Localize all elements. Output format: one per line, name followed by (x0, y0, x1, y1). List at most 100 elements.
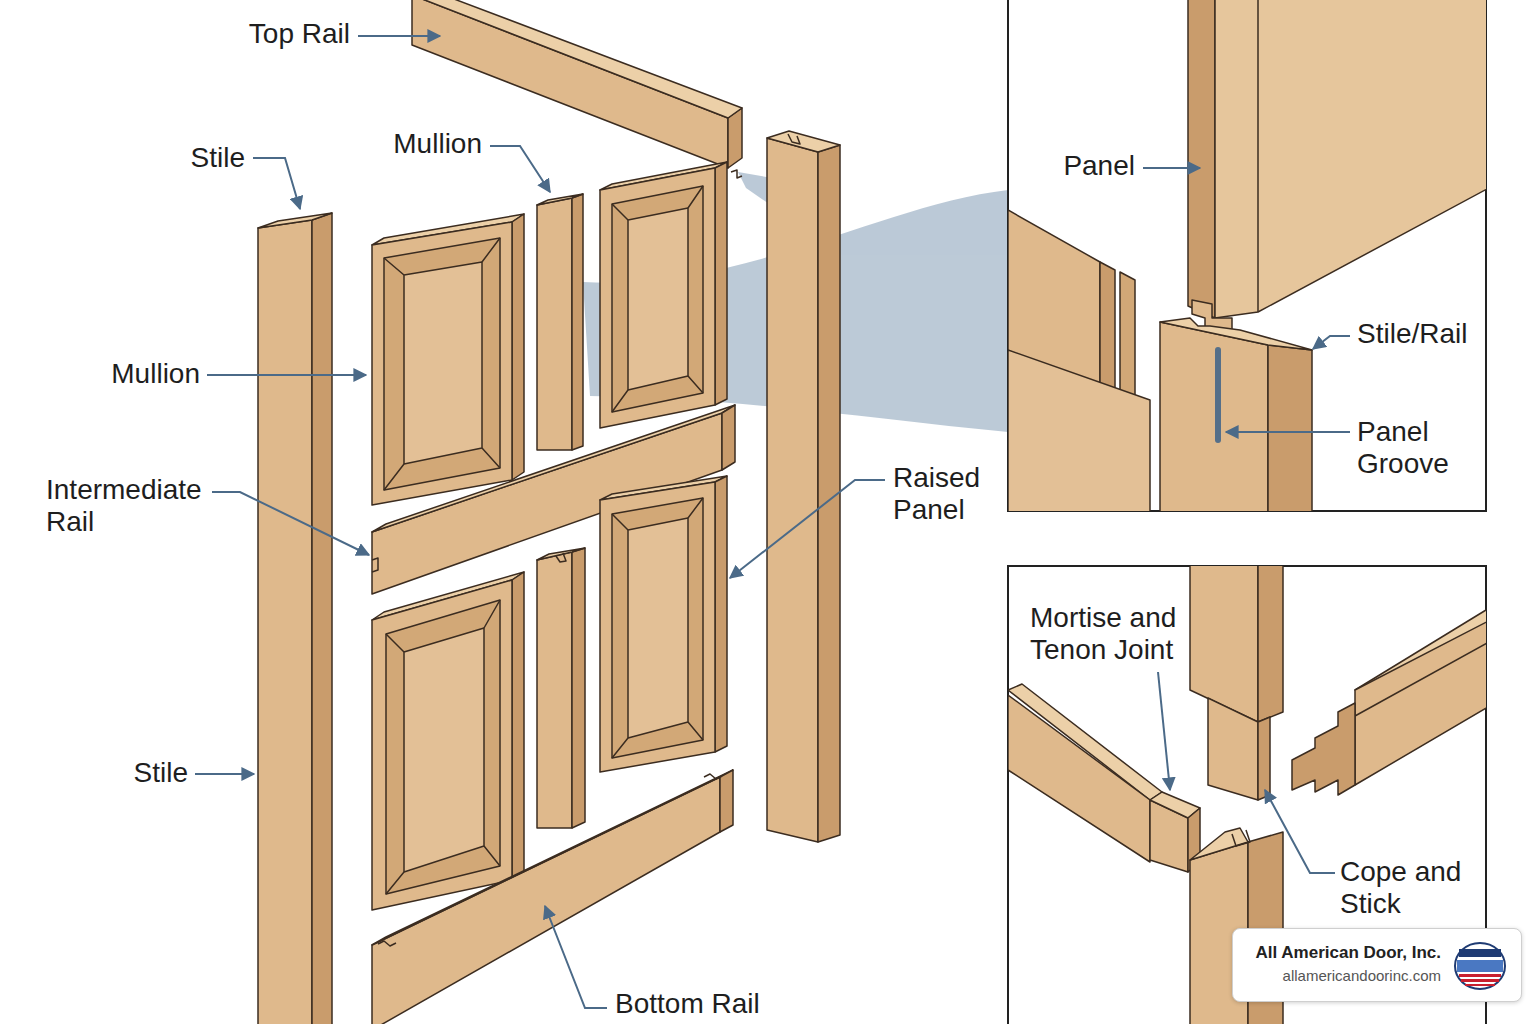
door-parts (384, 238, 500, 490)
door-parts (372, 580, 512, 910)
leader-line (730, 480, 885, 578)
leader-line (490, 146, 550, 192)
door-parts (384, 238, 500, 490)
door-parts (412, 0, 742, 118)
joint-detail (1258, 717, 1270, 800)
door-parts (258, 220, 312, 1024)
joint-detail (1232, 830, 1250, 846)
door-parts (767, 138, 818, 842)
leader-line (195, 773, 254, 775)
leader-line (545, 906, 607, 1008)
leader-line (1313, 336, 1350, 349)
door-parts (612, 498, 703, 758)
joint-detail (1190, 566, 1258, 722)
door-parts (312, 213, 332, 1024)
door-parts (378, 941, 396, 946)
door-parts (715, 162, 727, 405)
joint-detail (1292, 703, 1355, 795)
leader-line (195, 36, 1350, 1008)
door-parts (386, 600, 500, 894)
logo-part (1461, 979, 1499, 982)
logo-part (1459, 974, 1501, 977)
company-name: All American Door, Inc. (1255, 941, 1441, 965)
leader-line (212, 492, 369, 555)
part-label: Stile (191, 142, 245, 174)
groove-detail (1215, 350, 1221, 440)
company-url: allamericandoorinc.com (1255, 965, 1441, 987)
door-parts (612, 186, 703, 412)
door-parts (258, 213, 332, 228)
door-parts (628, 518, 688, 738)
door-parts (512, 572, 524, 880)
part-label: Stile (134, 757, 188, 789)
door-parts (767, 131, 840, 152)
joint-detail (1208, 698, 1258, 800)
door-parts (720, 770, 733, 832)
leader-line (1265, 790, 1335, 873)
door-parts (722, 405, 735, 470)
logo-part (1455, 943, 1505, 989)
logo-part (1457, 960, 1503, 972)
door-parts (731, 170, 742, 178)
door-parts (572, 548, 585, 828)
groove-detail (1160, 322, 1268, 511)
joint-detail (1258, 566, 1283, 722)
door-parts (386, 600, 500, 894)
door-parts (258, 0, 840, 1024)
groove-detail (1188, 0, 1215, 318)
logo-part (1465, 984, 1495, 986)
part-label: Cope and Stick (1340, 856, 1475, 920)
joint-detail (1355, 615, 1486, 785)
door-parts (404, 262, 482, 464)
leader-line (1158, 672, 1170, 790)
part-label: Bottom Rail (615, 988, 760, 1020)
leader-line (358, 35, 440, 37)
joint-detail (1190, 828, 1248, 860)
door-parts (537, 552, 572, 828)
part-label: Mortise and Tenon Joint (1030, 602, 1190, 666)
door-parts (512, 214, 524, 480)
groove-detail (1008, 0, 1486, 511)
leader-line (207, 374, 366, 376)
groove-detail (1120, 272, 1135, 400)
door-parts (372, 777, 720, 1024)
groove-detail (1257, 0, 1259, 312)
leader-line (1143, 167, 1200, 169)
door-parts (600, 482, 715, 772)
door-parts (556, 553, 566, 562)
groove-detail (1215, 0, 1486, 318)
door-parts (537, 548, 585, 560)
door-parts (788, 134, 800, 144)
leader-line (253, 158, 300, 209)
door-parts (628, 208, 688, 390)
door-parts (404, 628, 484, 872)
door-parts (600, 168, 715, 428)
groove-detail (1160, 318, 1312, 350)
part-label: Intermediate Rail (46, 474, 221, 538)
door-parts (372, 770, 733, 945)
door-parts (612, 498, 703, 758)
door-parts (704, 774, 722, 779)
part-label: Raised Panel (893, 462, 1005, 526)
door-parts (715, 476, 727, 752)
flag-logo (1453, 941, 1507, 991)
door-parts (572, 194, 583, 450)
part-label: Panel (1063, 150, 1135, 182)
part-label: Panel Groove (1357, 416, 1475, 480)
groove-detail (1100, 262, 1115, 395)
part-label: Stile/Rail (1357, 318, 1467, 350)
part-label: Mullion (393, 128, 482, 160)
part-label: Top Rail (249, 18, 350, 50)
door-parts (537, 194, 583, 205)
groove-detail (1008, 350, 1150, 511)
logo-badge: All American Door, Inc.allamericandoorin… (1232, 928, 1522, 1002)
door-parts (537, 198, 572, 450)
door-parts (612, 186, 703, 412)
groove-detail (1268, 345, 1312, 511)
door-parts (372, 558, 378, 572)
door-parts (372, 222, 512, 505)
logo-part (1459, 949, 1501, 957)
joint-detail (1355, 636, 1486, 716)
leader-line (1226, 431, 1350, 433)
joint-detail (1008, 695, 1150, 862)
